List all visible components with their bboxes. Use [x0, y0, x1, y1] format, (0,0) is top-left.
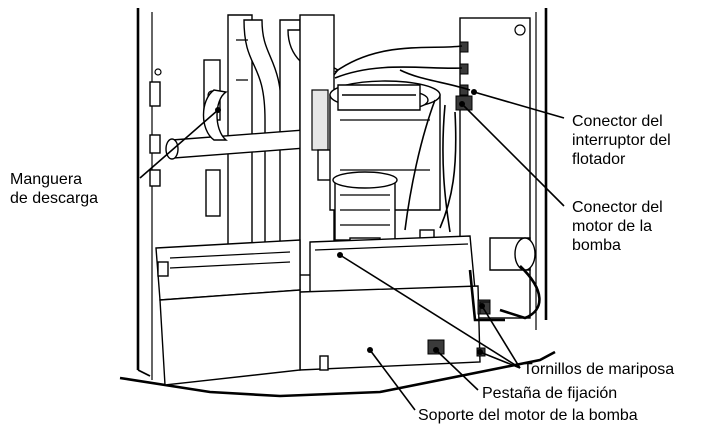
label-locking-tab: Pestaña de fijación: [482, 385, 618, 402]
label-pump-motor-bracket: Soporte del motor de la bomba: [418, 407, 638, 424]
label-float-switch-connector: Conector del interruptor del flotador: [572, 113, 671, 168]
center-bracket: [299, 14, 335, 276]
cabinet: [119, 8, 556, 398]
label-drain-hose: Manguera de descarga: [10, 171, 99, 207]
right-pump: [468, 237, 541, 322]
left-tray: [155, 239, 301, 386]
callout-lines: [139, 89, 565, 411]
pump-motor: [332, 171, 435, 253]
wiring: [334, 45, 473, 233]
motor-bracket-drawing: [299, 285, 481, 371]
label-pump-motor-connector: Conector del motor de la bomba: [572, 199, 663, 254]
label-wing-screws: Tornillos de mariposa: [523, 361, 675, 378]
